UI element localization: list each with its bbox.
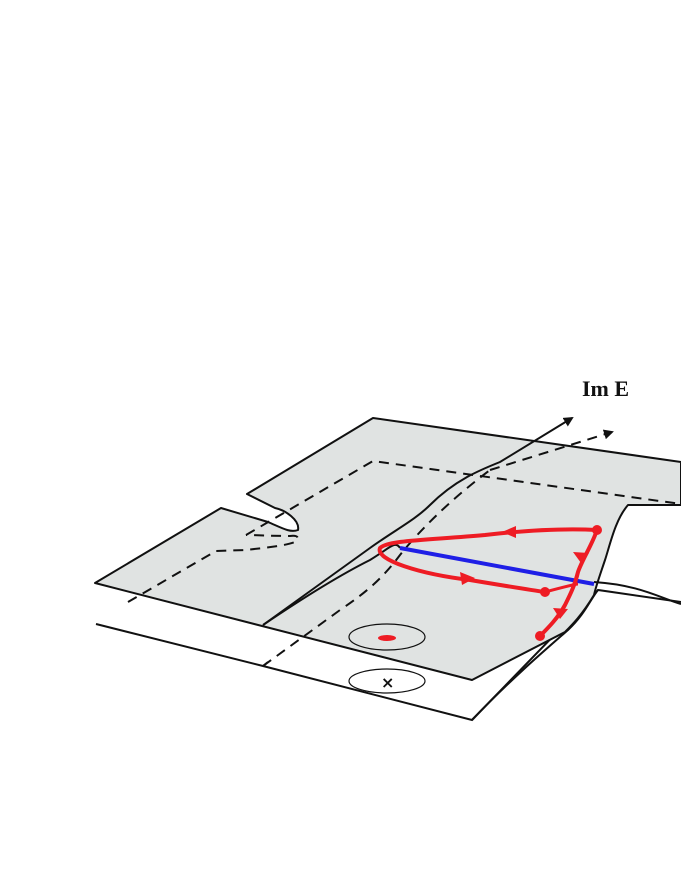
branch-cut — [399, 546, 595, 586]
upper-sheet-pole-mark — [378, 635, 396, 641]
lower-sheet-pole-mark: × — [381, 673, 394, 692]
red-arrow-bottom — [460, 572, 475, 585]
red-arrow-descending-upper — [573, 552, 589, 563]
red-point-end — [535, 631, 545, 641]
upper-sheet-pole-ring — [348, 623, 426, 651]
red-point-middle — [540, 587, 550, 597]
im-e-axes — [262, 416, 614, 626]
red-arrow-top — [502, 526, 516, 538]
red-path — [377, 525, 602, 641]
upper-sheet-fold-left — [262, 543, 401, 626]
red-path-descending — [538, 529, 599, 638]
upper-sheet — [94, 417, 681, 681]
red-arrow-descending-lower — [553, 608, 568, 619]
im-e-label: Im E — [582, 376, 630, 401]
upper-sheet-fold-right — [593, 581, 681, 605]
lower-sheet-pole-ring — [348, 668, 426, 694]
red-point-start — [592, 525, 602, 535]
im-e-axis-dashed — [489, 429, 614, 471]
hidden-axis-line — [262, 469, 491, 667]
im-e-axis-solid — [262, 416, 574, 626]
red-path-upper-loop — [377, 527, 598, 594]
